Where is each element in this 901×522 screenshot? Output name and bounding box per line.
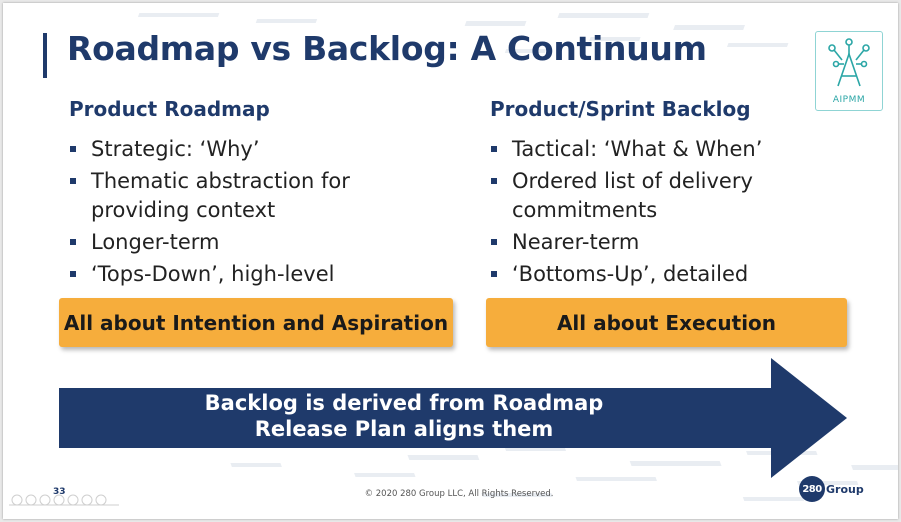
bullet-square-icon: [70, 239, 76, 245]
bullet-text: Ordered list of delivery commitments: [512, 169, 753, 222]
bullet-square-icon: [70, 271, 76, 277]
bullet-square-icon: [491, 239, 497, 245]
bullet-text: Strategic: ‘Why’: [91, 137, 260, 161]
backlog-heading: Product/Sprint Backlog: [490, 97, 751, 121]
page-number: 33: [53, 487, 66, 497]
roadmap-callout: All about Intention and Aspiration: [59, 298, 453, 347]
watermark-icon: [9, 494, 119, 506]
bullet-text: Thematic abstraction for providing conte…: [91, 169, 350, 222]
bullet-square-icon: [491, 271, 497, 277]
bullet-text: Tactical: ‘What & When’: [512, 137, 763, 161]
bullet-square-icon: [491, 178, 497, 184]
bullet-text: ‘Tops-Down’, high-level: [91, 262, 335, 286]
slide-title: Roadmap vs Backlog: A Continuum: [67, 29, 707, 68]
list-item: Nearer-term: [490, 228, 860, 257]
list-item: Thematic abstraction for providing conte…: [69, 167, 429, 225]
list-item: Strategic: ‘Why’: [69, 135, 429, 164]
arrow-caption-line-1: Backlog is derived from Roadmap: [204, 391, 604, 415]
list-item: ‘Tops-Down’, high-level: [69, 260, 429, 289]
280-group-logo: 280 Group: [799, 475, 864, 503]
aipmm-logo: AIPMM: [815, 31, 883, 111]
roadmap-heading: Product Roadmap: [69, 97, 270, 121]
bullet-square-icon: [491, 146, 497, 152]
group-logo-number: 280: [799, 476, 825, 502]
list-item: Ordered list of delivery commitments: [490, 167, 860, 225]
backlog-callout: All about Execution: [486, 298, 847, 347]
bullet-text: Longer-term: [91, 230, 220, 254]
title-accent-bar: [43, 33, 47, 78]
aipmm-label: AIPMM: [832, 95, 866, 105]
copyright-text: © 2020 280 Group LLC, All Rights Reserve…: [364, 489, 554, 499]
bullet-text: ‘Bottoms-Up’, detailed: [512, 262, 749, 286]
list-item: ‘Bottoms-Up’, detailed: [490, 260, 860, 289]
bullet-square-icon: [70, 178, 76, 184]
arrow-caption-line-2: Release Plan aligns them: [254, 417, 554, 441]
backlog-bullet-list: Tactical: ‘What & When’ Ordered list of …: [490, 135, 860, 292]
slide: Roadmap vs Backlog: A Continuum AIPMM Pr…: [3, 3, 898, 519]
list-item: Tactical: ‘What & When’: [490, 135, 860, 164]
right-arrow-shape: [59, 358, 847, 478]
list-item: Longer-term: [69, 228, 429, 257]
arrow-caption: Backlog is derived from Roadmap Release …: [59, 390, 749, 442]
bullet-square-icon: [70, 146, 76, 152]
bullet-text: Nearer-term: [512, 230, 640, 254]
roadmap-bullet-list: Strategic: ‘Why’ Thematic abstraction fo…: [69, 135, 429, 292]
group-logo-word: Group: [826, 482, 864, 496]
aipmm-a-icon: [828, 38, 870, 87]
